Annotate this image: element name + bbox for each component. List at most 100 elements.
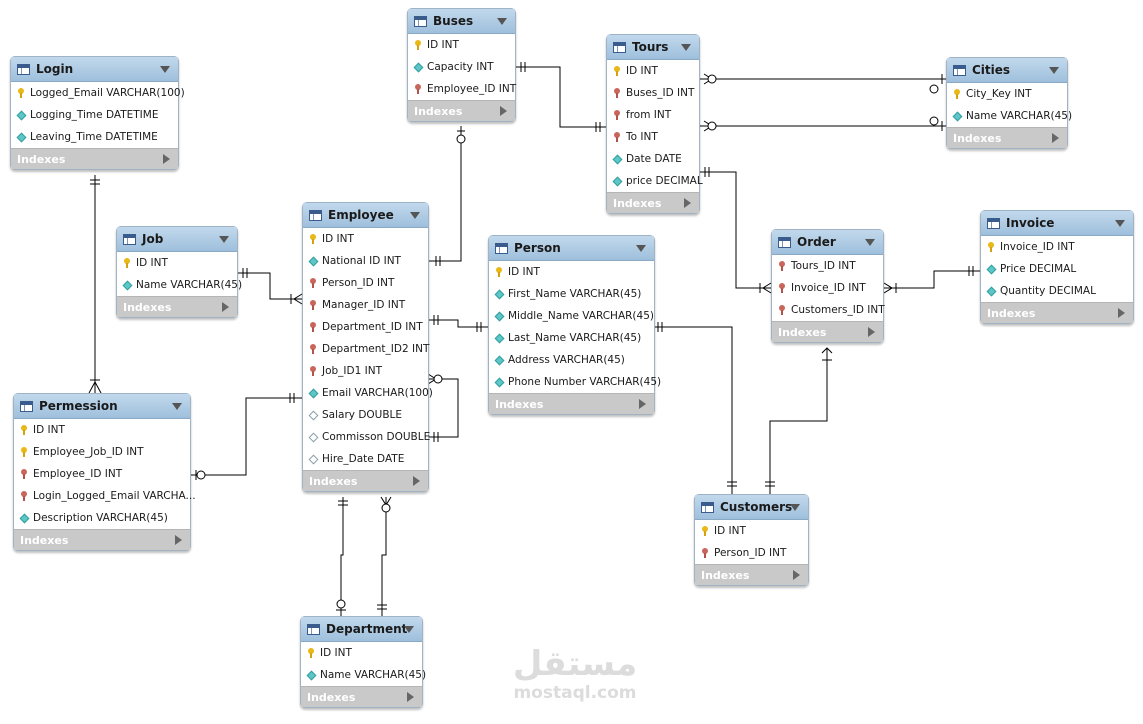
table-login[interactable]: Login Logged_Email VARCHAR(100) Logging_… bbox=[10, 56, 185, 170]
table-order[interactable]: Order Tours_ID INT Invoice_ID INT Custom… bbox=[771, 229, 885, 343]
collapse-arrow-icon[interactable] bbox=[790, 504, 800, 511]
table-job[interactable]: Job ID INT Name VARCHAR(45) Indexes bbox=[116, 226, 242, 318]
table-customers[interactable]: Customers ID INT Person_ID INT Indexes bbox=[694, 494, 809, 586]
column-row[interactable]: Manager_ID INT bbox=[303, 294, 428, 316]
collapse-arrow-icon[interactable] bbox=[410, 212, 420, 219]
table-header[interactable]: Employee bbox=[303, 203, 428, 228]
column-row[interactable]: Description VARCHAR(45) bbox=[14, 507, 190, 529]
expand-arrow-icon[interactable] bbox=[684, 198, 691, 208]
column-row[interactable]: Job_ID1 INT bbox=[303, 360, 428, 382]
expand-arrow-icon[interactable] bbox=[222, 302, 229, 312]
column-row[interactable]: ID INT bbox=[489, 261, 654, 283]
expand-arrow-icon[interactable] bbox=[793, 570, 800, 580]
indexes-section[interactable]: Indexes bbox=[607, 192, 699, 213]
expand-arrow-icon[interactable] bbox=[500, 106, 507, 116]
expand-arrow-icon[interactable] bbox=[1118, 308, 1125, 318]
column-row[interactable]: Phone Number VARCHAR(45) bbox=[489, 371, 661, 393]
column-row[interactable]: Person_ID INT bbox=[303, 272, 428, 294]
collapse-arrow-icon[interactable] bbox=[172, 403, 182, 410]
indexes-section[interactable]: Indexes bbox=[981, 302, 1133, 323]
column-row[interactable]: Hire_Date DATE bbox=[303, 448, 428, 470]
column-row[interactable]: Login_Logged_Email VARCHA... bbox=[14, 485, 196, 507]
column-row[interactable]: Name VARCHAR(45) bbox=[301, 664, 426, 686]
column-row[interactable]: price DECIMAL bbox=[607, 170, 703, 192]
indexes-section[interactable]: Indexes bbox=[772, 321, 883, 342]
column-row[interactable]: Customers_ID INT bbox=[772, 299, 885, 321]
column-row[interactable]: ID INT bbox=[408, 34, 515, 56]
indexes-section[interactable]: Indexes bbox=[408, 100, 515, 121]
column-row[interactable]: Middle_Name VARCHAR(45) bbox=[489, 305, 654, 327]
table-tours[interactable]: Tours ID INT Buses_ID INT from INT To IN… bbox=[606, 34, 703, 214]
column-row[interactable]: Name VARCHAR(45) bbox=[117, 274, 242, 296]
collapse-arrow-icon[interactable] bbox=[865, 239, 875, 246]
table-buses[interactable]: Buses ID INT Capacity INT Employee_ID IN… bbox=[407, 8, 516, 122]
table-header[interactable]: Tours bbox=[607, 35, 699, 60]
collapse-arrow-icon[interactable] bbox=[636, 245, 646, 252]
expand-arrow-icon[interactable] bbox=[413, 476, 420, 486]
column-row[interactable]: Buses_ID INT bbox=[607, 82, 699, 104]
column-row[interactable]: ID INT bbox=[695, 520, 808, 542]
column-row[interactable]: Employee_Job_ID INT bbox=[14, 441, 190, 463]
column-row[interactable]: City_Key INT bbox=[947, 83, 1067, 105]
indexes-section[interactable]: Indexes bbox=[14, 529, 190, 550]
column-row[interactable]: ID INT bbox=[301, 642, 422, 664]
indexes-section[interactable]: Indexes bbox=[117, 296, 237, 317]
table-header[interactable]: Department bbox=[301, 617, 422, 642]
column-row[interactable]: To INT bbox=[607, 126, 699, 148]
collapse-arrow-icon[interactable] bbox=[1115, 220, 1125, 227]
table-permession[interactable]: Permession ID INT Employee_Job_ID INT Em… bbox=[13, 393, 196, 551]
table-header[interactable]: Permession bbox=[14, 394, 190, 419]
table-header[interactable]: Buses bbox=[408, 9, 515, 34]
column-row[interactable]: Price DECIMAL bbox=[981, 258, 1133, 280]
column-row[interactable]: Address VARCHAR(45) bbox=[489, 349, 654, 371]
table-invoice[interactable]: Invoice Invoice_ID INT Price DECIMAL Qua… bbox=[980, 210, 1134, 324]
expand-arrow-icon[interactable] bbox=[639, 399, 646, 409]
table-header[interactable]: Cities bbox=[947, 58, 1067, 83]
column-row[interactable]: Capacity INT bbox=[408, 56, 515, 78]
column-row[interactable]: Tours_ID INT bbox=[772, 255, 883, 277]
column-row[interactable]: Invoice_ID INT bbox=[981, 236, 1133, 258]
column-row[interactable]: Department_ID2 INT bbox=[303, 338, 429, 360]
column-row[interactable]: Salary DOUBLE bbox=[303, 404, 428, 426]
column-row[interactable]: National ID INT bbox=[303, 250, 428, 272]
column-row[interactable]: Email VARCHAR(100) bbox=[303, 382, 433, 404]
column-row[interactable]: Logging_Time DATETIME bbox=[11, 104, 178, 126]
indexes-section[interactable]: Indexes bbox=[489, 393, 654, 414]
expand-arrow-icon[interactable] bbox=[1052, 133, 1059, 143]
indexes-section[interactable]: Indexes bbox=[303, 470, 428, 491]
table-header[interactable]: Job bbox=[117, 227, 237, 252]
collapse-arrow-icon[interactable] bbox=[160, 66, 170, 73]
indexes-section[interactable]: Indexes bbox=[301, 686, 422, 707]
column-row[interactable]: ID INT bbox=[14, 419, 190, 441]
table-person[interactable]: Person ID INT First_Name VARCHAR(45) Mid… bbox=[488, 235, 661, 415]
table-cities[interactable]: Cities City_Key INT Name VARCHAR(45) Ind… bbox=[946, 57, 1072, 149]
indexes-section[interactable]: Indexes bbox=[11, 148, 178, 169]
column-row[interactable]: Name VARCHAR(45) bbox=[947, 105, 1072, 127]
column-row[interactable]: Commisson DOUBLE bbox=[303, 426, 430, 448]
collapse-arrow-icon[interactable] bbox=[1049, 67, 1059, 74]
column-row[interactable]: First_Name VARCHAR(45) bbox=[489, 283, 654, 305]
table-employee[interactable]: Employee ID INT National ID INT Person_I… bbox=[302, 202, 433, 492]
expand-arrow-icon[interactable] bbox=[868, 327, 875, 337]
column-row[interactable]: ID INT bbox=[303, 228, 428, 250]
column-row[interactable]: Quantity DECIMAL bbox=[981, 280, 1133, 302]
column-row[interactable]: ID INT bbox=[117, 252, 237, 274]
collapse-arrow-icon[interactable] bbox=[681, 44, 691, 51]
collapse-arrow-icon[interactable] bbox=[497, 18, 507, 25]
expand-arrow-icon[interactable] bbox=[407, 692, 414, 702]
expand-arrow-icon[interactable] bbox=[175, 535, 182, 545]
indexes-section[interactable]: Indexes bbox=[947, 127, 1067, 148]
column-row[interactable]: Person_ID INT bbox=[695, 542, 808, 564]
column-row[interactable]: Employee_ID INT bbox=[14, 463, 190, 485]
table-header[interactable]: Login bbox=[11, 57, 178, 82]
indexes-section[interactable]: Indexes bbox=[695, 564, 808, 585]
column-row[interactable]: ID INT bbox=[607, 60, 699, 82]
column-row[interactable]: from INT bbox=[607, 104, 699, 126]
column-row[interactable]: Logged_Email VARCHAR(100) bbox=[11, 82, 185, 104]
table-header[interactable]: Invoice bbox=[981, 211, 1133, 236]
column-row[interactable]: Date DATE bbox=[607, 148, 699, 170]
table-header[interactable]: Order bbox=[772, 230, 883, 255]
column-row[interactable]: Department_ID INT bbox=[303, 316, 428, 338]
table-header[interactable]: Customers bbox=[695, 495, 808, 520]
collapse-arrow-icon[interactable] bbox=[404, 626, 414, 633]
